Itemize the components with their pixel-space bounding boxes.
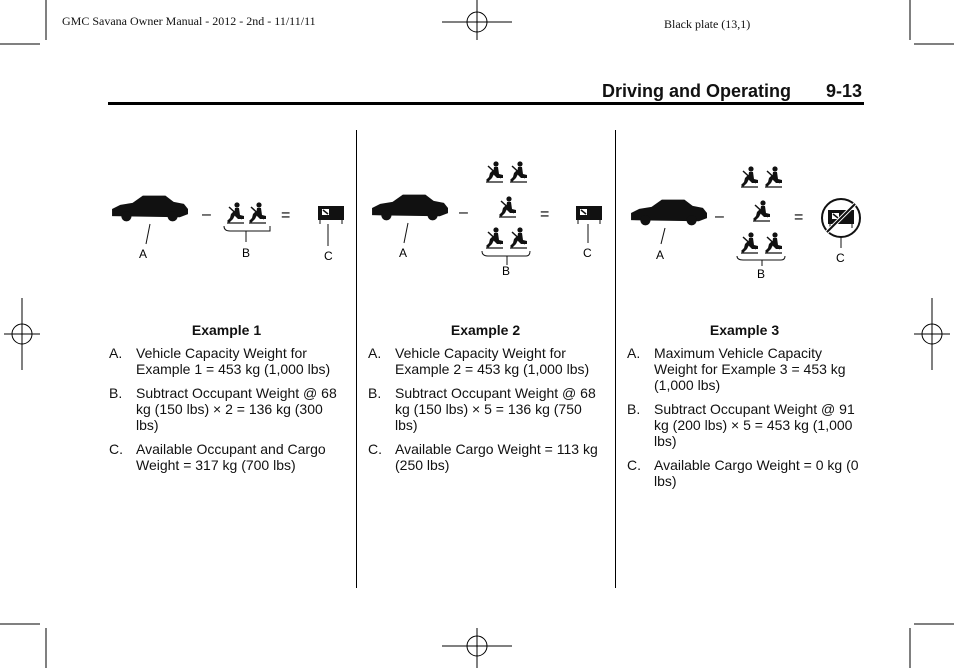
label-c: C: [836, 251, 845, 265]
label-leader: [146, 224, 150, 244]
car-icon: [112, 196, 188, 222]
occupant-icon: [249, 202, 266, 223]
label-c: C: [583, 246, 592, 260]
example-title: Example 2: [368, 322, 603, 338]
occupant-icon: [510, 161, 527, 182]
occupant-icon: [499, 196, 516, 217]
item-text: Subtract Occupant Weight @ 68 kg (150 lb…: [136, 385, 344, 433]
item-text: Vehicle Capacity Weight for Example 1 = …: [136, 345, 344, 377]
item-letter: A.: [109, 345, 136, 377]
occupant-icon: [486, 161, 503, 182]
item-letter: A.: [368, 345, 395, 377]
example-1-diagram: A – B = C: [106, 190, 346, 270]
label-b: B: [242, 246, 250, 260]
equals-sign: =: [540, 206, 549, 223]
example-2-diagram: A – B = C: [366, 155, 606, 280]
label-a: A: [399, 246, 407, 260]
label-c: C: [324, 249, 333, 263]
item-letter: C.: [368, 441, 395, 473]
item-letter: B.: [368, 385, 395, 433]
occupant-icon: [765, 166, 782, 187]
occupant-icon: [765, 232, 782, 253]
plate-label: Black plate (13,1): [664, 17, 750, 32]
column-divider: [615, 130, 616, 588]
label-a: A: [139, 247, 147, 261]
occupant-icon: [741, 166, 758, 187]
group-bracket: [737, 256, 785, 260]
list-item: A.Maximum Vehicle Capacity Weight for Ex…: [627, 345, 862, 393]
header-rule: [108, 102, 864, 105]
item-letter: A.: [627, 345, 654, 393]
item-text: Available Occupant and Cargo Weight = 31…: [136, 441, 344, 473]
item-letter: C.: [627, 457, 654, 489]
occupant-icon: [486, 227, 503, 248]
list-item: A.Vehicle Capacity Weight for Example 2 …: [368, 345, 603, 377]
list-item: B.Subtract Occupant Weight @ 91 kg (200 …: [627, 401, 862, 449]
occupant-icon: [753, 200, 770, 221]
item-text: Maximum Vehicle Capacity Weight for Exam…: [654, 345, 862, 393]
equals-sign: =: [794, 209, 803, 226]
cargo-icon: [576, 206, 602, 224]
item-text: Available Cargo Weight = 113 kg (250 lbs…: [395, 441, 603, 473]
car-icon: [372, 195, 448, 221]
list-item: C.Available Cargo Weight = 113 kg (250 l…: [368, 441, 603, 473]
minus-sign: –: [715, 208, 724, 225]
list-item: A.Vehicle Capacity Weight for Example 1 …: [109, 345, 344, 377]
list-item: C.Available Cargo Weight = 0 kg (0 lbs): [627, 457, 862, 489]
occupant-icon: [227, 202, 244, 223]
item-text: Subtract Occupant Weight @ 91 kg (200 lb…: [654, 401, 862, 449]
no-cargo-icon: [822, 199, 860, 237]
item-text: Subtract Occupant Weight @ 68 kg (150 lb…: [395, 385, 603, 433]
label-b: B: [757, 267, 765, 281]
occupant-icon: [741, 232, 758, 253]
occupant-icon: [510, 227, 527, 248]
page-number: 9-13: [826, 81, 862, 102]
label-leader: [404, 223, 408, 243]
example-title: Example 1: [109, 322, 344, 338]
example-2-text: Example 2 A.Vehicle Capacity Weight for …: [368, 322, 603, 481]
item-letter: C.: [109, 441, 136, 473]
list-item: B.Subtract Occupant Weight @ 68 kg (150 …: [368, 385, 603, 433]
group-bracket: [224, 226, 270, 231]
group-bracket: [482, 251, 530, 256]
example-3-diagram: A – B = C: [625, 160, 870, 285]
item-letter: B.: [109, 385, 136, 433]
column-divider: [356, 130, 357, 588]
label-b: B: [502, 264, 510, 278]
item-text: Available Cargo Weight = 0 kg (0 lbs): [654, 457, 862, 489]
label-leader: [661, 228, 665, 244]
equals-sign: =: [281, 207, 290, 224]
item-letter: B.: [627, 401, 654, 449]
label-a: A: [656, 248, 664, 262]
car-icon: [631, 200, 707, 226]
example-title: Example 3: [627, 322, 862, 338]
list-item: B.Subtract Occupant Weight @ 68 kg (150 …: [109, 385, 344, 433]
minus-sign: –: [459, 204, 468, 221]
cargo-icon: [318, 206, 344, 224]
example-1-text: Example 1 A.Vehicle Capacity Weight for …: [109, 322, 344, 481]
list-item: C.Available Occupant and Cargo Weight = …: [109, 441, 344, 473]
section-title: Driving and Operating: [602, 81, 791, 102]
item-text: Vehicle Capacity Weight for Example 2 = …: [395, 345, 603, 377]
example-3-text: Example 3 A.Maximum Vehicle Capacity Wei…: [627, 322, 862, 497]
minus-sign: –: [202, 206, 211, 223]
manual-header: GMC Savana Owner Manual - 2012 - 2nd - 1…: [62, 14, 316, 29]
